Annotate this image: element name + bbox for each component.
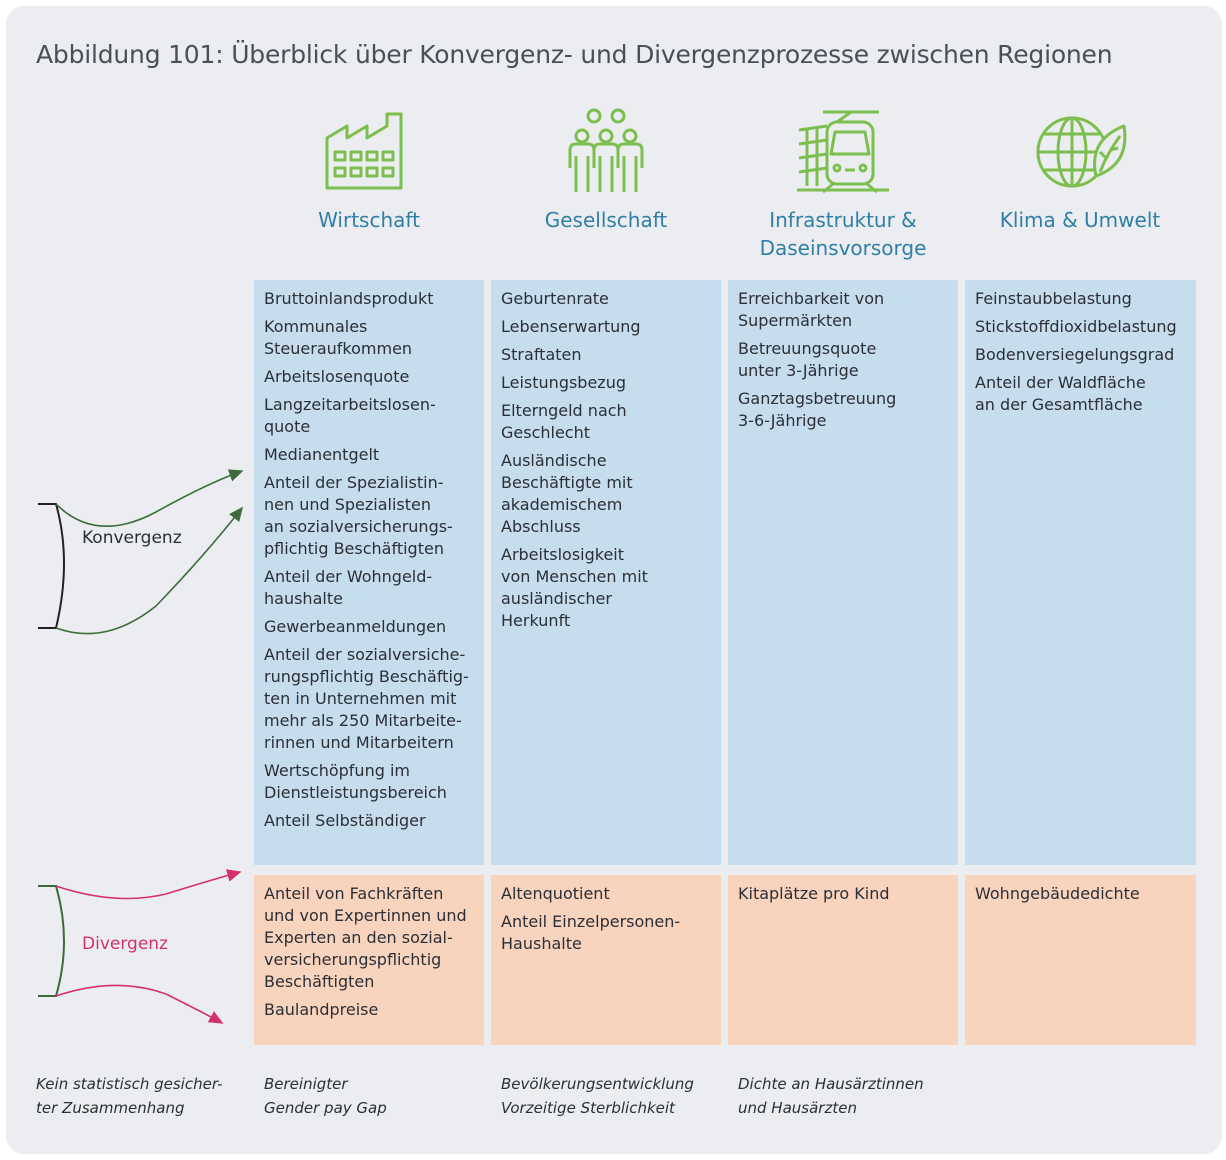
list-item: Bereinigter Gender pay Gap (264, 1075, 387, 1117)
list-item: Stickstoffdioxidbelastung (975, 317, 1177, 336)
list-item: Gewerbeanmeldungen (264, 617, 447, 636)
divergence-box-wirtschaft: Anteil von Fachkräften und von Expertinn… (254, 875, 484, 1045)
list-item: Ausländische Beschäftigte mit akademisch… (501, 451, 633, 536)
no-stat-label: Kein statistisch gesicher- ter Zusammenh… (36, 1075, 223, 1117)
no-stat-infrastruktur: Dichte an Hausärztinnen und Hausärzten (738, 1072, 958, 1120)
column-title: Gesellschaft (544, 208, 668, 232)
list-item: Baulandpreise (264, 1000, 379, 1019)
people-group-icon (568, 108, 644, 192)
divergence-box-klima: Wohngebäudedichte (965, 875, 1196, 1045)
column-header-infrastruktur: Infrastruktur & Daseinsvorsorge (728, 106, 958, 262)
list-item: Dichte an Hausärztinnen und Hausärzten (738, 1075, 924, 1117)
list-item: Arbeitslosenquote (264, 367, 410, 386)
convergence-divergence-arrows (38, 469, 244, 1024)
list-item: Anteil Einzelpersonen- Haushalte (501, 912, 681, 953)
list-item: Anteil der Spezialistin- nen und Spezial… (264, 473, 453, 558)
list-item: Vorzeitige Sterblichkeit (501, 1099, 675, 1117)
column-header-gesellschaft: Gesellschaft (491, 106, 721, 234)
list-item: Arbeitslosigkeit von Menschen mit auslän… (501, 545, 648, 630)
divergence-bracket (38, 869, 242, 1024)
list-item: Anteil von Fachkräften und von Expertinn… (264, 884, 467, 991)
list-item: Lebenserwartung (501, 317, 641, 336)
column-title: Wirtschaft (318, 208, 420, 232)
list-item: Wohngebäudedichte (975, 884, 1140, 903)
list-item: Bodenversiegelungsgrad (975, 345, 1175, 364)
list-item: Anteil Selbständiger (264, 811, 426, 830)
divergence-box-infrastruktur: Kitaplätze pro Kind (728, 875, 958, 1045)
train-icon (797, 110, 889, 194)
list-item: Bevölkerungsentwicklung (501, 1075, 694, 1093)
factory-icon (325, 112, 403, 190)
list-item: Anteil der Wohngeld- haushalte (264, 567, 433, 608)
convergence-label: Konvergenz (82, 528, 182, 548)
list-item: Geburtenrate (501, 289, 609, 308)
column-title: Infrastruktur & Daseinsvorsorge (759, 208, 927, 260)
column-title: Klima & Umwelt (999, 208, 1161, 232)
list-item: Wertschöpfung im Dienstleistungsbereich (264, 761, 447, 802)
list-item: Elterngeld nach Geschlecht (501, 401, 627, 442)
list-item: Medianentgelt (264, 445, 380, 464)
list-item: Langzeitarbeitslosen- quote (264, 395, 436, 436)
list-item: Straftaten (501, 345, 582, 364)
list-item: Anteil der sozialversiche- rungspflichti… (264, 645, 469, 752)
no-stat-wirtschaft: Bereinigter Gender pay Gap (264, 1072, 484, 1120)
list-item: Altenquotient (501, 884, 610, 903)
list-item: Kommunales Steueraufkommen (264, 317, 413, 358)
figure-title: Abbildung 101: Überblick über Konvergenz… (36, 40, 1113, 69)
list-item: Betreuungsquote unter 3-Jährige (738, 339, 877, 380)
divergence-label: Divergenz (82, 934, 168, 954)
list-item: Bruttoinlandsprodukt (264, 289, 434, 308)
figure-panel: Abbildung 101: Überblick über Konvergenz… (6, 6, 1222, 1154)
globe-leaf-icon (1036, 116, 1127, 188)
list-item: Erreichbarkeit von Supermärkten (738, 289, 885, 330)
list-item: Ganztagsbetreuung 3-6-Jährige (738, 389, 897, 430)
list-item: Kitaplätze pro Kind (738, 884, 890, 903)
column-header-wirtschaft: Wirtschaft (254, 106, 484, 234)
list-item: Leistungsbezug (501, 373, 626, 392)
list-item: Anteil der Waldfläche an der Gesamtfläch… (975, 373, 1146, 414)
convergence-bracket (38, 469, 244, 635)
column-header-klima: Klima & Umwelt (965, 106, 1195, 234)
list-item: Feinstaubbelastung (975, 289, 1132, 308)
